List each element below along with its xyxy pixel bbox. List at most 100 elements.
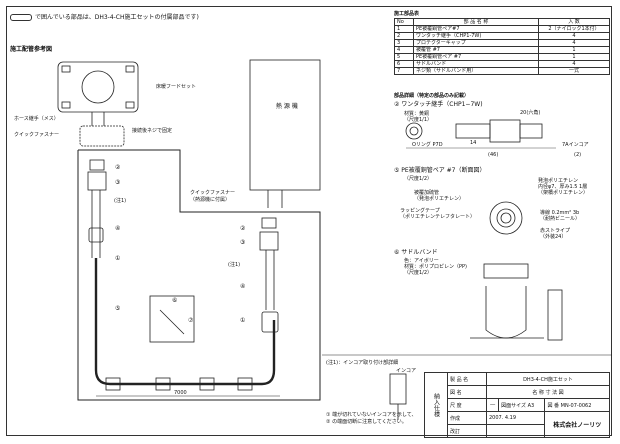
copper-pipe-main bbox=[94, 258, 276, 386]
hose-joint-box bbox=[79, 125, 125, 147]
note1-title: (注1)：インコア取り付け部詳細 bbox=[326, 360, 399, 366]
detail5-f: 内径φ7、厚み1.5 1層 bbox=[538, 184, 588, 190]
title-company: 株式会社ノーリツ bbox=[544, 411, 610, 438]
hood-set-label: 床暖フードセット bbox=[156, 84, 197, 90]
insulation-tube bbox=[88, 227, 104, 243]
connector-top-right bbox=[261, 217, 277, 229]
header-note-text: で囲んでいる部品は、DH3-4-CH施工セットの付属部品です) bbox=[35, 14, 199, 21]
one-touch-joint-hex bbox=[489, 119, 521, 143]
title-date: 2007. 4.19 bbox=[485, 411, 546, 425]
hose-joint-label: ホース継手（メス） bbox=[14, 116, 59, 122]
hood-corner bbox=[61, 101, 71, 109]
detail6-material: 材質：ポリプロピレン（PP) bbox=[404, 264, 467, 270]
cell: 一式 bbox=[538, 67, 610, 75]
insulation-tube-right bbox=[261, 311, 279, 333]
saddle bbox=[155, 377, 171, 391]
parts-table-title: 施工部品表 bbox=[394, 11, 420, 17]
detail2-dim2: 7Aインコア bbox=[562, 142, 589, 148]
note1-caption1: ① 端が切れていないインコアを示して、 bbox=[326, 412, 417, 418]
protector-cap bbox=[87, 171, 107, 191]
incore-label: インコア bbox=[396, 368, 417, 374]
title-name-label: 製 品 名 bbox=[447, 372, 487, 386]
detail2-dim1: 20(六角) bbox=[520, 110, 541, 116]
detail2-name: ワンタッチ継手（CHP1−7W) bbox=[401, 101, 483, 108]
one-touch-joint-tail bbox=[455, 123, 491, 139]
detail2-dim4: (46) bbox=[488, 152, 499, 158]
protector-cap-right bbox=[259, 231, 279, 251]
marker-4r: ④ bbox=[240, 283, 246, 290]
marker-6: ⑥ bbox=[172, 297, 178, 304]
saddle bbox=[237, 377, 253, 391]
title-scale-label: 尺 度 bbox=[447, 398, 487, 412]
note1-caption2: ② の端面切断に注意してください。 bbox=[326, 419, 407, 425]
detail2-dim5: (2) bbox=[574, 152, 582, 158]
detail5-heading: ⑤ PE被覆銅管ペア #7（断面図） bbox=[394, 167, 486, 174]
hood-corner bbox=[125, 65, 135, 73]
detail6-color: 色：アイボリー bbox=[404, 258, 439, 264]
joint-end-view bbox=[405, 122, 423, 140]
hood-set-shape bbox=[57, 61, 139, 113]
room-boundary bbox=[77, 149, 321, 401]
piping-ref-title: 施工配管参考図 bbox=[10, 46, 53, 53]
incore-detail bbox=[389, 373, 407, 405]
saddle-detail-box bbox=[149, 295, 195, 343]
title-block: 納入仕様 製 品 名 DH3-4-CH施工セット 図 名 名 称 寸 法 図 尺… bbox=[424, 372, 610, 438]
title-size: A3 bbox=[527, 402, 535, 409]
detail2-scale: （尺度1/1） bbox=[404, 117, 433, 123]
title-side: 納入仕様 bbox=[424, 372, 448, 438]
detail6-heading: ⑥ サドルバンド bbox=[394, 249, 438, 256]
saddle bbox=[199, 377, 215, 391]
detail-title: 部品詳細（特定の部品のみ記載） bbox=[394, 93, 470, 99]
title-size-cell: 図面サイズ A3 bbox=[498, 398, 546, 412]
marker-4: ④ bbox=[115, 225, 121, 232]
drawing-frame bbox=[6, 6, 612, 436]
detail2-oring: Oリング P7D bbox=[412, 142, 443, 148]
detail2-material: 材質：黄銅 bbox=[404, 111, 430, 117]
title-no-cell: 図 番 MN-07-0062 bbox=[544, 398, 610, 412]
detail2-dim3: 14 bbox=[470, 140, 477, 146]
title-rev-label: 改訂 bbox=[447, 424, 487, 438]
title-product-name: DH3-4-CH施工セット bbox=[486, 372, 610, 386]
title-drawing-no: MN-07-0062 bbox=[560, 402, 592, 409]
hood-corner bbox=[125, 101, 135, 109]
title-size-label: 図面サイズ bbox=[501, 402, 527, 409]
detail5-g: （架橋ポリエチレン） bbox=[538, 190, 589, 196]
quick-fastener2-note: （熱源機に付属） bbox=[190, 197, 231, 203]
pe-pipe-section bbox=[489, 201, 523, 235]
title-date-label: 作成 bbox=[447, 411, 487, 425]
saddle-band-top bbox=[483, 263, 529, 279]
title-fig-name: 名 称 寸 法 図 bbox=[486, 385, 610, 399]
hood-circle bbox=[81, 70, 115, 104]
note1-marker: (注1) bbox=[114, 198, 127, 204]
detail5-a: 被覆加硫管 bbox=[414, 190, 440, 196]
legend-box-icon bbox=[10, 14, 32, 21]
marker-1: ① bbox=[115, 255, 121, 262]
saddle-band-side bbox=[547, 289, 563, 341]
heat-source-label: 熱 源 機 bbox=[276, 103, 298, 110]
quick-fastener-label: クイックファスナー bbox=[14, 132, 60, 138]
marker-1r: ① bbox=[240, 317, 246, 324]
detail5-name: PE被覆銅管ペア #7（断面図） bbox=[401, 167, 486, 174]
saddle bbox=[105, 377, 121, 391]
detail5-b: （発泡ポリエチレン） bbox=[414, 196, 465, 202]
heat-source-box bbox=[249, 59, 321, 191]
header-note: で囲んでいる部品は、DH3-4-CH施工セットの付属部品です) bbox=[10, 12, 199, 21]
marker-7: ⑦ bbox=[188, 317, 194, 324]
marker-5: ⑤ bbox=[115, 305, 121, 312]
title-scale: ― bbox=[485, 398, 500, 412]
detail6-scale: （尺度1/2） bbox=[404, 270, 433, 276]
marker-2: ② bbox=[115, 164, 121, 171]
detail5-k: （外装24） bbox=[540, 234, 567, 240]
detail5-j: 赤ストライプ bbox=[540, 228, 571, 234]
connector-top bbox=[89, 159, 105, 171]
detail5-i: （耐熱ビニール） bbox=[540, 216, 581, 222]
title-fig-label: 図 名 bbox=[447, 385, 487, 399]
detail5-scale: （尺度1/2） bbox=[404, 176, 433, 182]
title-no-label: 図 番 bbox=[547, 402, 560, 409]
one-touch-joint-body bbox=[519, 123, 543, 139]
detail5-d: （ポリエチレンテレフタレート） bbox=[400, 214, 476, 220]
marker-2r: ② bbox=[240, 225, 246, 232]
